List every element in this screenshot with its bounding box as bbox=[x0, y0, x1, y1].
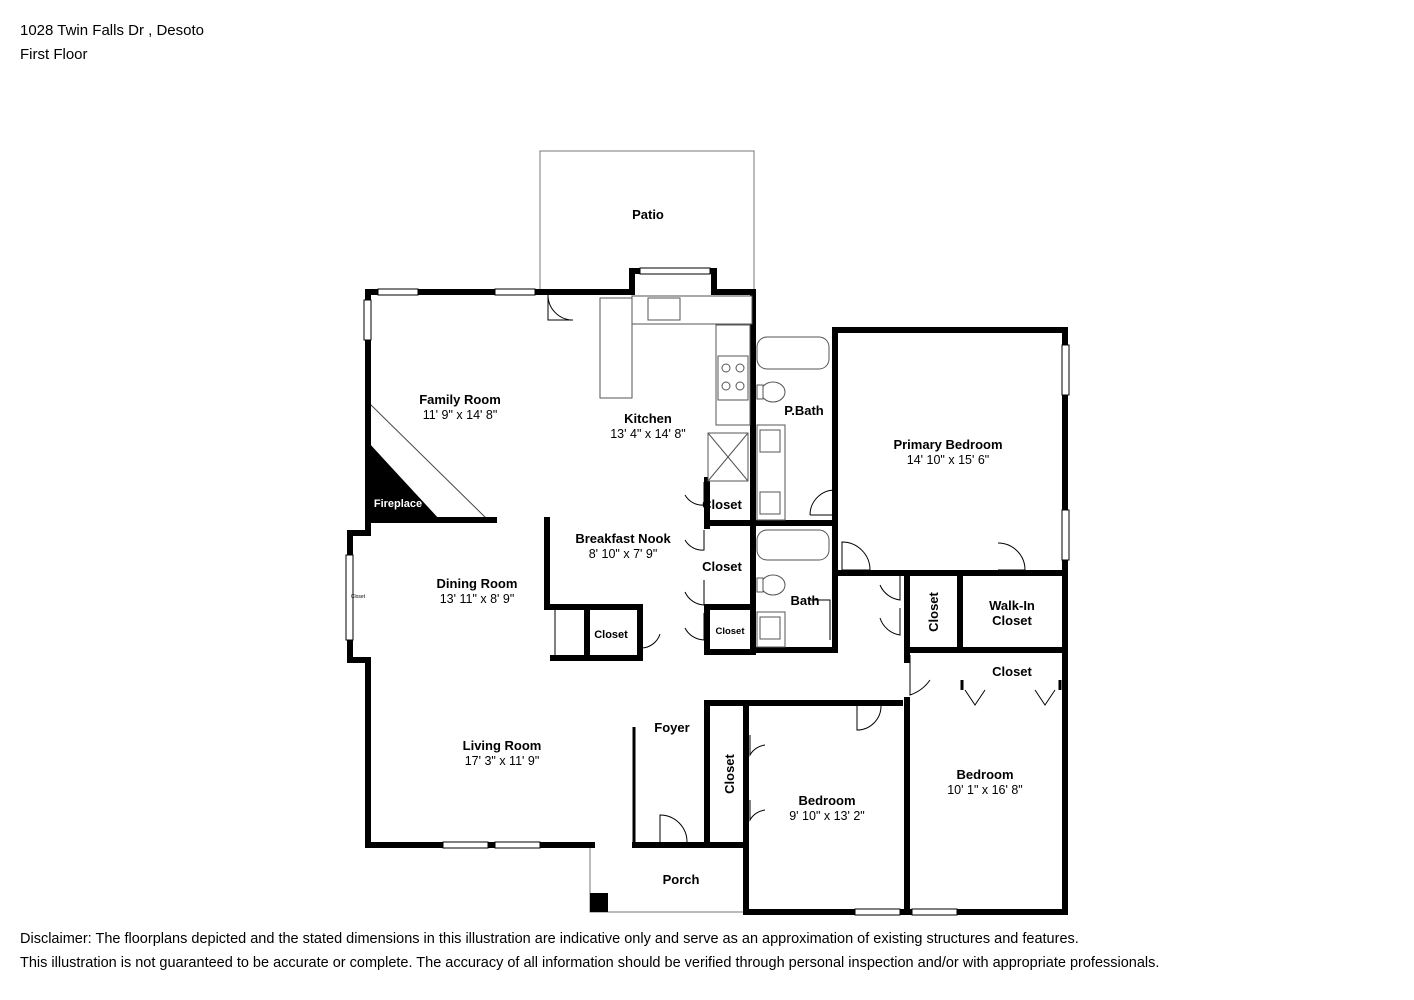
porch-label: Porch bbox=[663, 872, 700, 887]
closet-small-label: Closet bbox=[715, 626, 745, 637]
closet-primary-label: Closet bbox=[926, 591, 941, 631]
bath-label: Bath bbox=[791, 593, 820, 608]
closet-bedroom2-label: Closet bbox=[992, 664, 1032, 679]
bedroom1-name: Bedroom bbox=[798, 793, 855, 808]
closet-bedroom1-label: Closet bbox=[722, 753, 737, 793]
fireplace-shape bbox=[368, 442, 440, 520]
window-tag-label: Closet bbox=[351, 594, 366, 600]
bedroom1-dims: 9' 10" x 13' 2" bbox=[789, 809, 865, 823]
closet-dining-label: Closet bbox=[594, 629, 628, 641]
walkin-closet-label-2: Closet bbox=[992, 613, 1032, 628]
closet-nook-label: Closet bbox=[702, 559, 742, 574]
windows bbox=[345, 267, 1070, 916]
disclaimer-line-2: This illustration is not guaranteed to b… bbox=[20, 955, 1160, 971]
bedroom2-dims: 10' 1" x 16' 8" bbox=[947, 783, 1023, 797]
kitchen-fixtures bbox=[599, 295, 753, 482]
kitchen-name: Kitchen bbox=[624, 411, 672, 426]
patio-outline bbox=[539, 150, 755, 290]
kitchen-dims: 13' 4" x 14' 8" bbox=[610, 427, 686, 441]
closet-edges bbox=[960, 680, 1062, 690]
patio-label: Patio bbox=[632, 207, 664, 222]
primary-bedroom-name: Primary Bedroom bbox=[893, 437, 1002, 452]
family-room-dims: 11' 9" x 14' 8" bbox=[423, 408, 498, 422]
porch-post bbox=[590, 893, 608, 912]
address-title: 1028 Twin Falls Dr , Desoto bbox=[20, 22, 204, 39]
fireplace-hearth bbox=[367, 401, 489, 521]
living-room-name: Living Room bbox=[463, 738, 542, 753]
family-room-name: Family Room bbox=[419, 392, 501, 407]
bath-fixtures bbox=[756, 336, 830, 648]
dining-room-dims: 13' 11" x 8' 9" bbox=[440, 592, 515, 606]
walkin-closet-label-1: Walk-In bbox=[989, 598, 1035, 613]
pbath-label: P.Bath bbox=[784, 403, 824, 418]
bedroom2-name: Bedroom bbox=[956, 767, 1013, 782]
breakfast-nook-name: Breakfast Nook bbox=[575, 531, 671, 546]
living-room-dims: 17' 3" x 11' 9" bbox=[465, 754, 540, 768]
primary-bedroom-dims: 14' 10" x 15' 6" bbox=[907, 453, 989, 467]
fireplace-label: Fireplace bbox=[374, 498, 422, 510]
door-swings bbox=[547, 294, 1056, 843]
disclaimer-line-1: Disclaimer: The floorplans depicted and … bbox=[20, 931, 1079, 947]
foyer-label: Foyer bbox=[654, 720, 689, 735]
floor-title: First Floor bbox=[20, 46, 88, 63]
closet-kitchen-label: Closet bbox=[702, 497, 742, 512]
dining-room-name: Dining Room bbox=[437, 576, 518, 591]
breakfast-nook-dims: 8' 10" x 7' 9" bbox=[589, 547, 658, 561]
